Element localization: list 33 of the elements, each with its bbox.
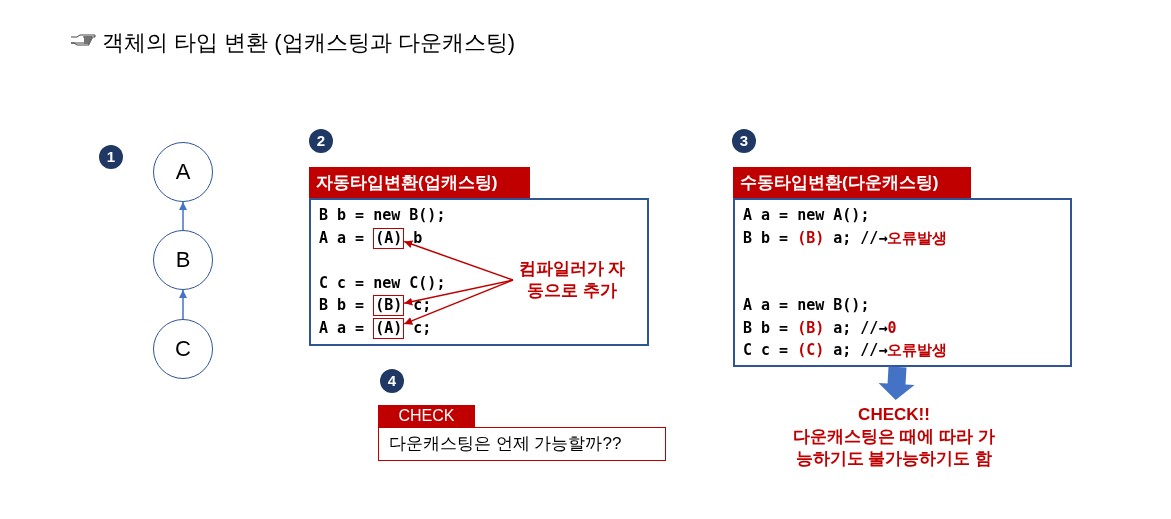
question-box: 다운캐스팅은 언제 가능할까??: [378, 427, 666, 461]
code-line: A a = new A();: [743, 205, 870, 226]
arrow: [179, 289, 187, 320]
arrow: [403, 240, 514, 281]
code-line: B b = (B) a; //→오류발생: [743, 227, 948, 249]
step-number-badge: 3: [732, 129, 756, 153]
title: 객체의 타입 변환 (업캐스팅과 다운캐스팅): [102, 29, 516, 57]
code-text: c;: [413, 296, 432, 314]
block-arrow: [878, 366, 915, 400]
code-line: C c = new C();: [319, 272, 446, 294]
note-text: 다운캐스팅은 때에 따라 가능하기도 불가능하기도 함: [792, 426, 996, 470]
highlighted-code: (B): [373, 295, 405, 316]
code-text: c;: [413, 318, 432, 337]
code-text: A a =: [319, 228, 365, 247]
panel-heading: 수동타입변환(다운캐스팅): [733, 167, 971, 198]
code-line: C c = (C) a; //→오류발생: [743, 340, 948, 361]
arrow: [179, 201, 187, 231]
arrow: [403, 279, 514, 325]
highlighted-code: (A): [373, 227, 405, 249]
highlighted-code: (A): [373, 317, 405, 339]
panel-heading: 자동타입변환(업캐스팅): [309, 167, 530, 198]
code-line: B b = (B) a; //→0: [743, 317, 897, 339]
step-number-badge: 4: [380, 369, 404, 393]
code-text: B b =: [319, 296, 365, 314]
code-text: A a =: [319, 318, 365, 337]
code-text: b: [413, 228, 423, 247]
note-text: CHECK!!: [857, 404, 931, 426]
step-number-badge: 2: [309, 129, 333, 153]
code-line: A a = new B();: [743, 295, 870, 316]
check-heading: CHECK: [378, 405, 475, 427]
step-number-badge: 1: [99, 145, 123, 169]
code-line: B b = new B();: [319, 205, 446, 226]
note-text: 컴파일러가 자동으로 추가: [517, 258, 627, 302]
